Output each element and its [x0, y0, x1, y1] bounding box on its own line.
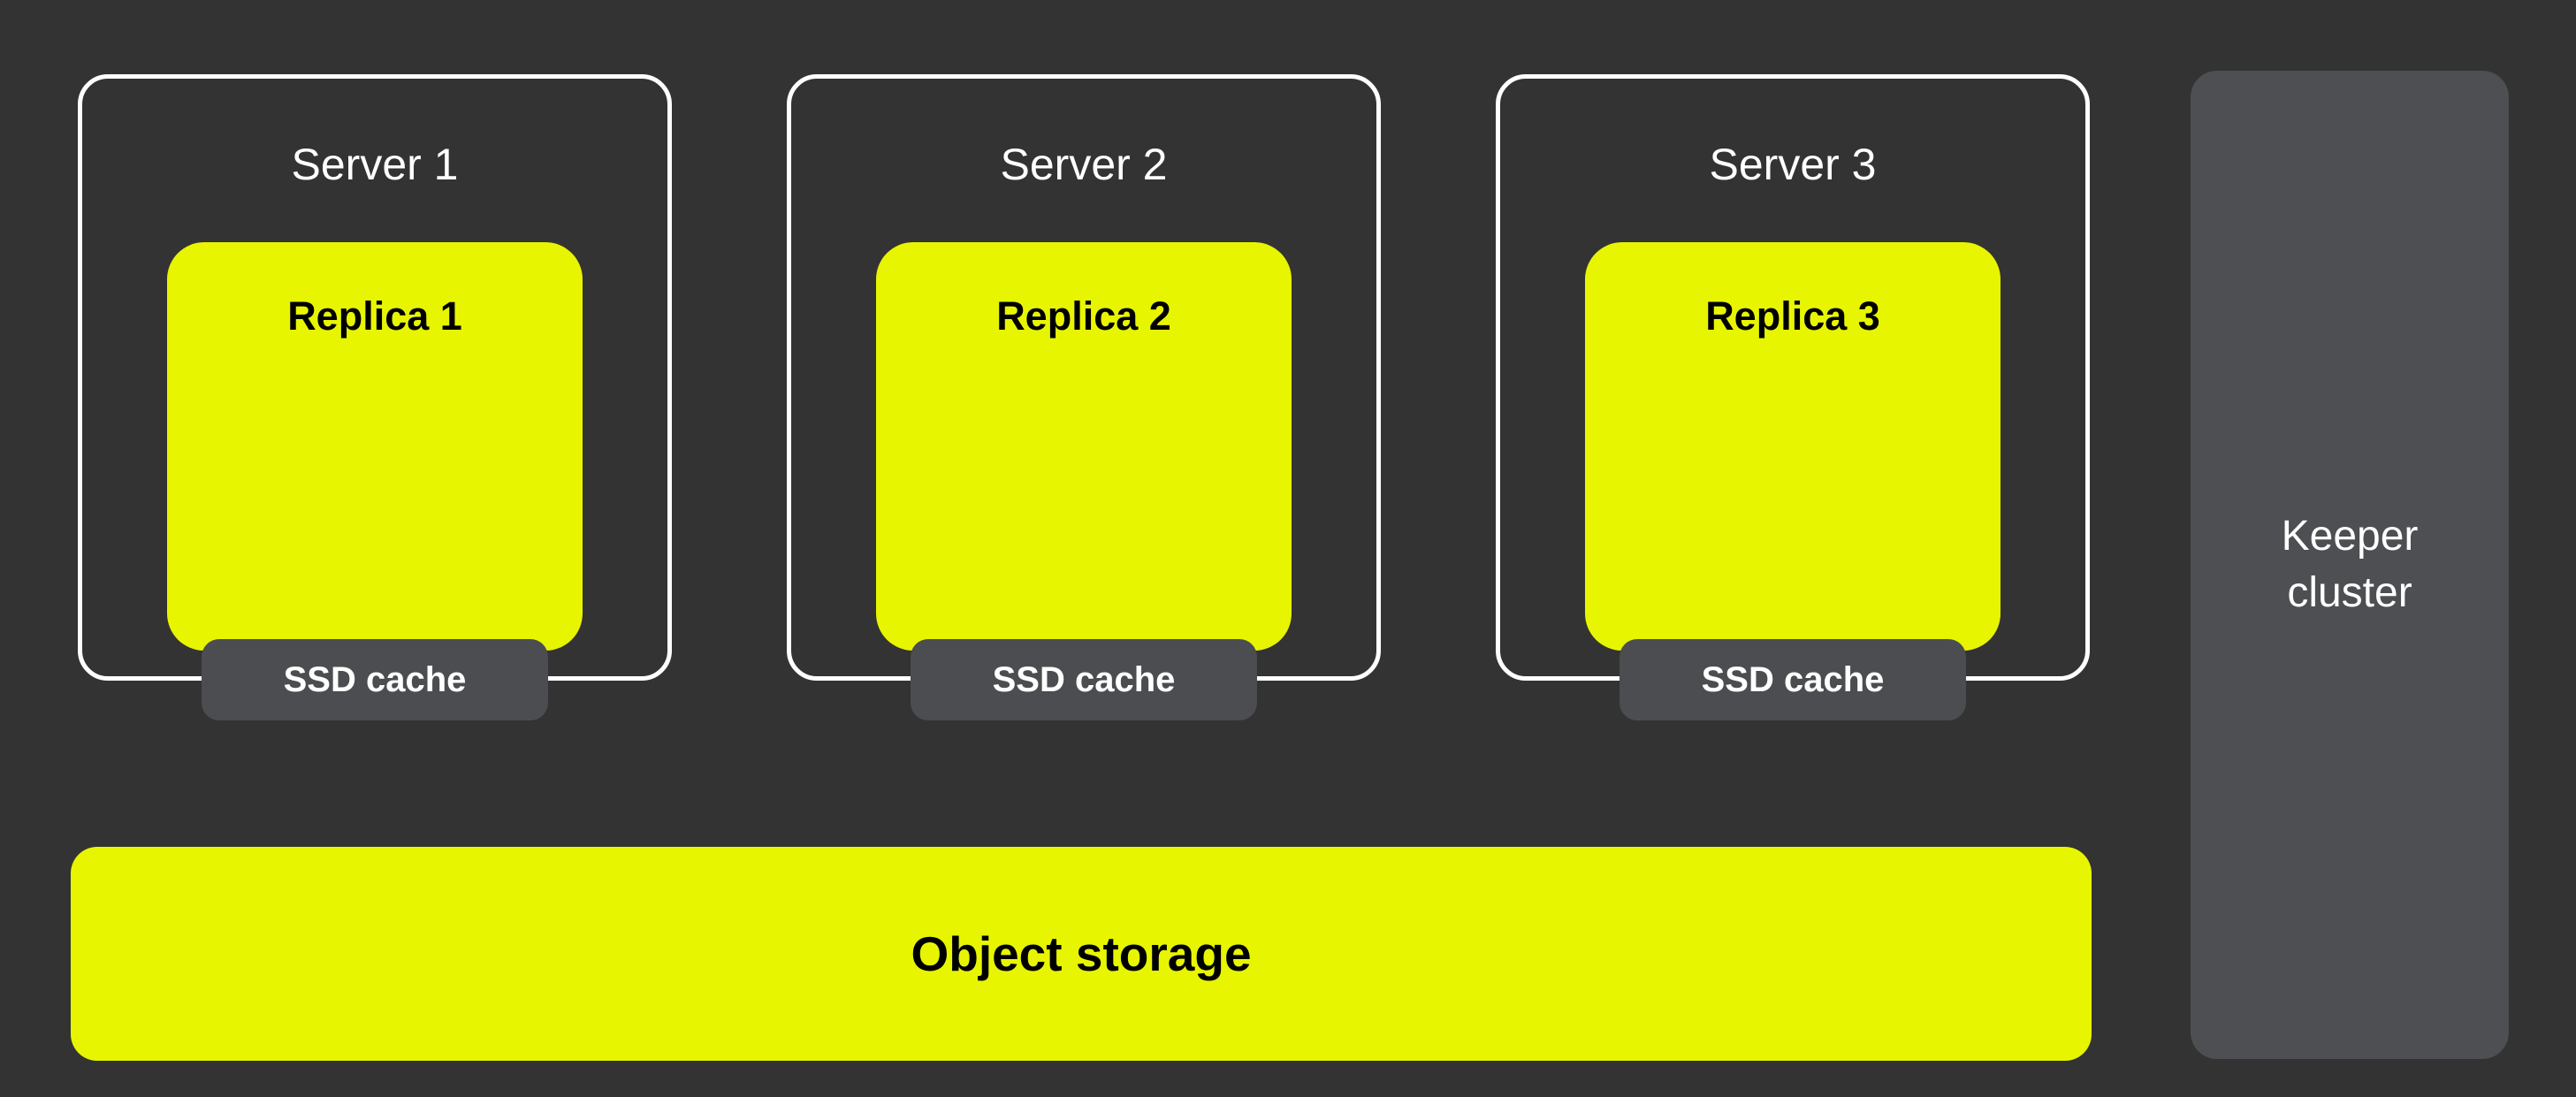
replica-1-box: Replica 1 [167, 242, 583, 651]
replica-1-label: Replica 1 [287, 293, 462, 339]
replica-3-label: Replica 3 [1705, 293, 1880, 339]
object-storage-label: Object storage [911, 926, 1252, 981]
server-3-ssd-cache-badge: SSD cache [1620, 639, 1966, 720]
keeper-cluster-label-line1: Keeper [2281, 513, 2419, 560]
server-1-box: Server 1 Replica 1 SSD cache [78, 74, 672, 720]
server-1-ssd-cache-label: SSD cache [283, 659, 467, 699]
server-3-label: Server 3 [1709, 140, 1877, 189]
server-2-ssd-cache-badge: SSD cache [911, 639, 1257, 720]
server-1-ssd-cache-badge: SSD cache [202, 639, 548, 720]
server-2-box: Server 2 Replica 2 SSD cache [787, 74, 1381, 720]
keeper-cluster-box: Keeper cluster [2191, 71, 2509, 1059]
server-2-ssd-cache-label: SSD cache [992, 659, 1176, 699]
keeper-cluster-label-line2: cluster [2287, 569, 2412, 616]
replica-2-label: Replica 2 [996, 293, 1171, 339]
object-storage-bar: Object storage [71, 847, 2092, 1061]
server-3-ssd-cache-label: SSD cache [1701, 659, 1885, 699]
replica-3-box: Replica 3 [1585, 242, 2001, 651]
server-2-label: Server 2 [1000, 140, 1168, 189]
replica-2-box: Replica 2 [876, 242, 1292, 651]
server-3-box: Server 3 Replica 3 SSD cache [1496, 74, 2090, 720]
server-1-label: Server 1 [291, 140, 459, 189]
keeper-cluster-label: Keeper cluster [2282, 508, 2419, 621]
